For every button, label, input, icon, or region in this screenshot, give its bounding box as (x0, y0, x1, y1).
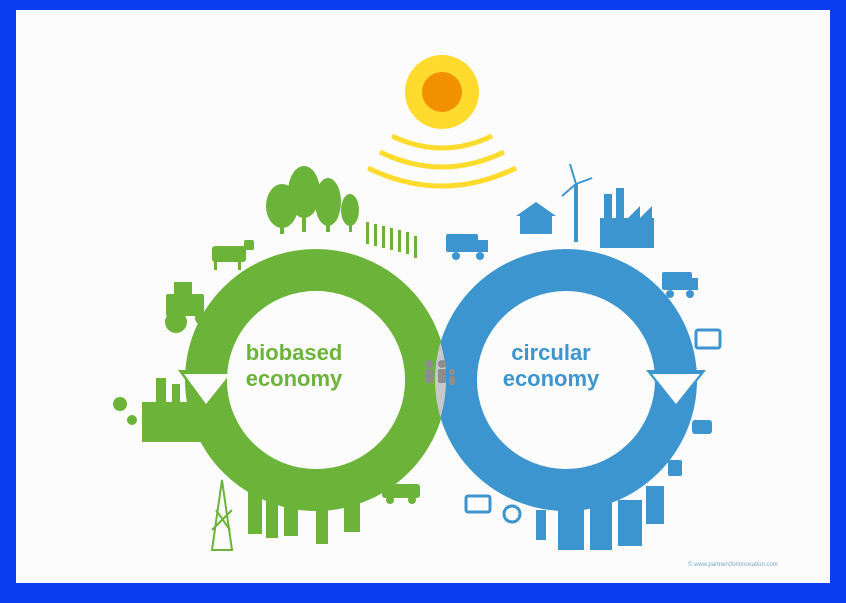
overlap-lens (227, 250, 446, 510)
tree-icon (266, 166, 359, 234)
people-icon (425, 360, 455, 385)
factory-icon (600, 188, 654, 248)
tv-icon (464, 328, 722, 514)
sun-icon (366, 55, 518, 189)
biobased-economy-label: biobased economy (224, 340, 364, 392)
oil-rig-icon (210, 479, 234, 551)
tractor-icon (165, 282, 209, 333)
building-icon (248, 490, 360, 544)
biobased-label-line2: economy (245, 366, 343, 391)
house-icon (516, 202, 556, 234)
car-icon (382, 484, 420, 504)
recycle-icon (502, 504, 522, 524)
biobased-label-line1: biobased (245, 340, 343, 365)
cow-icon (212, 240, 254, 270)
crop-icon (366, 222, 417, 258)
circular-ring (435, 249, 706, 511)
diagram-frame: biobased economy circular economy © www.… (16, 10, 830, 583)
economy-diagram (113, 55, 722, 551)
credit-text: © www.partnersforinnovation.com (688, 562, 778, 568)
circular-economy-label: circular economy (476, 340, 626, 392)
building-icon (536, 486, 664, 550)
car-icon (668, 420, 712, 476)
truck-icon (446, 234, 698, 298)
circular-label-line2: economy (502, 366, 600, 391)
circular-label-line1: circular (511, 340, 591, 365)
factory-icon (113, 378, 202, 442)
wind-turbine-icon (561, 163, 593, 242)
